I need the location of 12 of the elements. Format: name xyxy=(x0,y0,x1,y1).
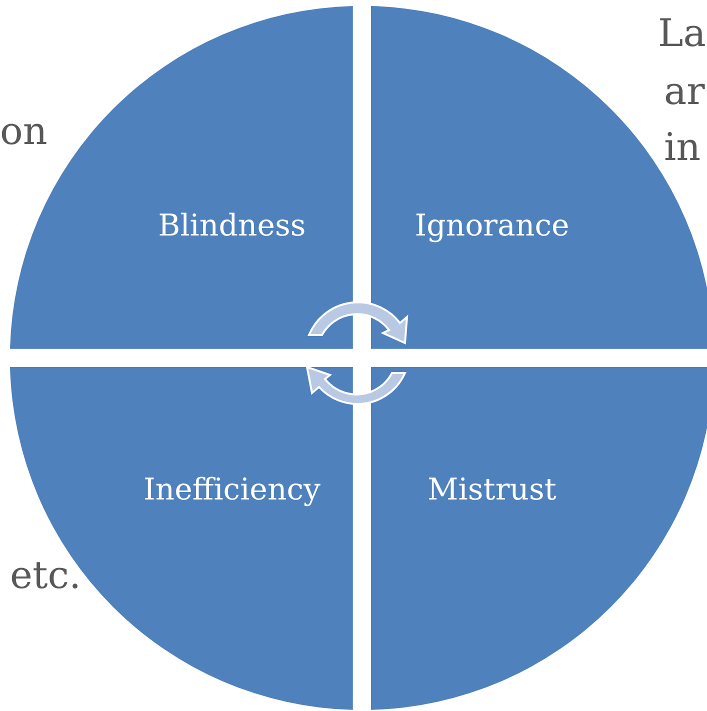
background-text: etc. xyxy=(10,556,82,594)
quadrant-segment xyxy=(371,367,707,710)
background-text: ar xyxy=(664,72,705,110)
segment-label: Blindness xyxy=(158,209,306,242)
background-text: La xyxy=(658,14,706,52)
background-text: on xyxy=(0,112,48,150)
segment-label: Mistrust xyxy=(428,474,556,506)
segment-label: Ignorance xyxy=(414,209,570,242)
quadrant-segment xyxy=(371,6,707,349)
background-text: in xyxy=(664,128,701,166)
quadrant-segment xyxy=(10,367,353,710)
segment-label: Inefficiency xyxy=(143,474,321,506)
